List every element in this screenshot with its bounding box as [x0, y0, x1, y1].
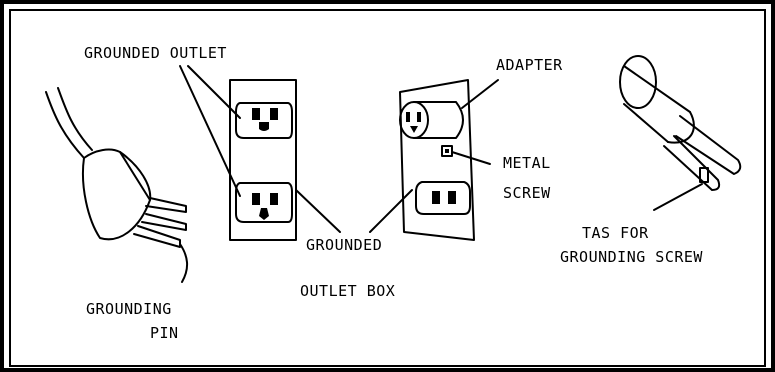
label-pin: PIN [150, 324, 179, 342]
label-grounding: GROUNDING [86, 300, 172, 318]
tab-leader [654, 184, 702, 210]
grounded-outlet [230, 80, 296, 240]
outlet-leader-1 [188, 66, 240, 118]
label-metal: METAL [503, 154, 551, 172]
grounding-plug [46, 88, 187, 282]
label-screw: SCREW [503, 184, 551, 202]
box-leader-1 [296, 190, 340, 232]
label-grounding-screw: GROUNDING SCREW [560, 248, 703, 266]
label-grounded: GROUNDED [306, 236, 382, 254]
box-leader-2 [370, 190, 412, 232]
label-adapter: ADAPTER [496, 56, 563, 74]
label-grounded-outlet: GROUNDED OUTLET [84, 44, 227, 62]
label-outlet-box: OUTLET BOX [300, 282, 395, 300]
label-tas-for: TAS FOR [582, 224, 649, 242]
adapter-outlet [400, 80, 474, 240]
adapter-plug [620, 56, 740, 190]
